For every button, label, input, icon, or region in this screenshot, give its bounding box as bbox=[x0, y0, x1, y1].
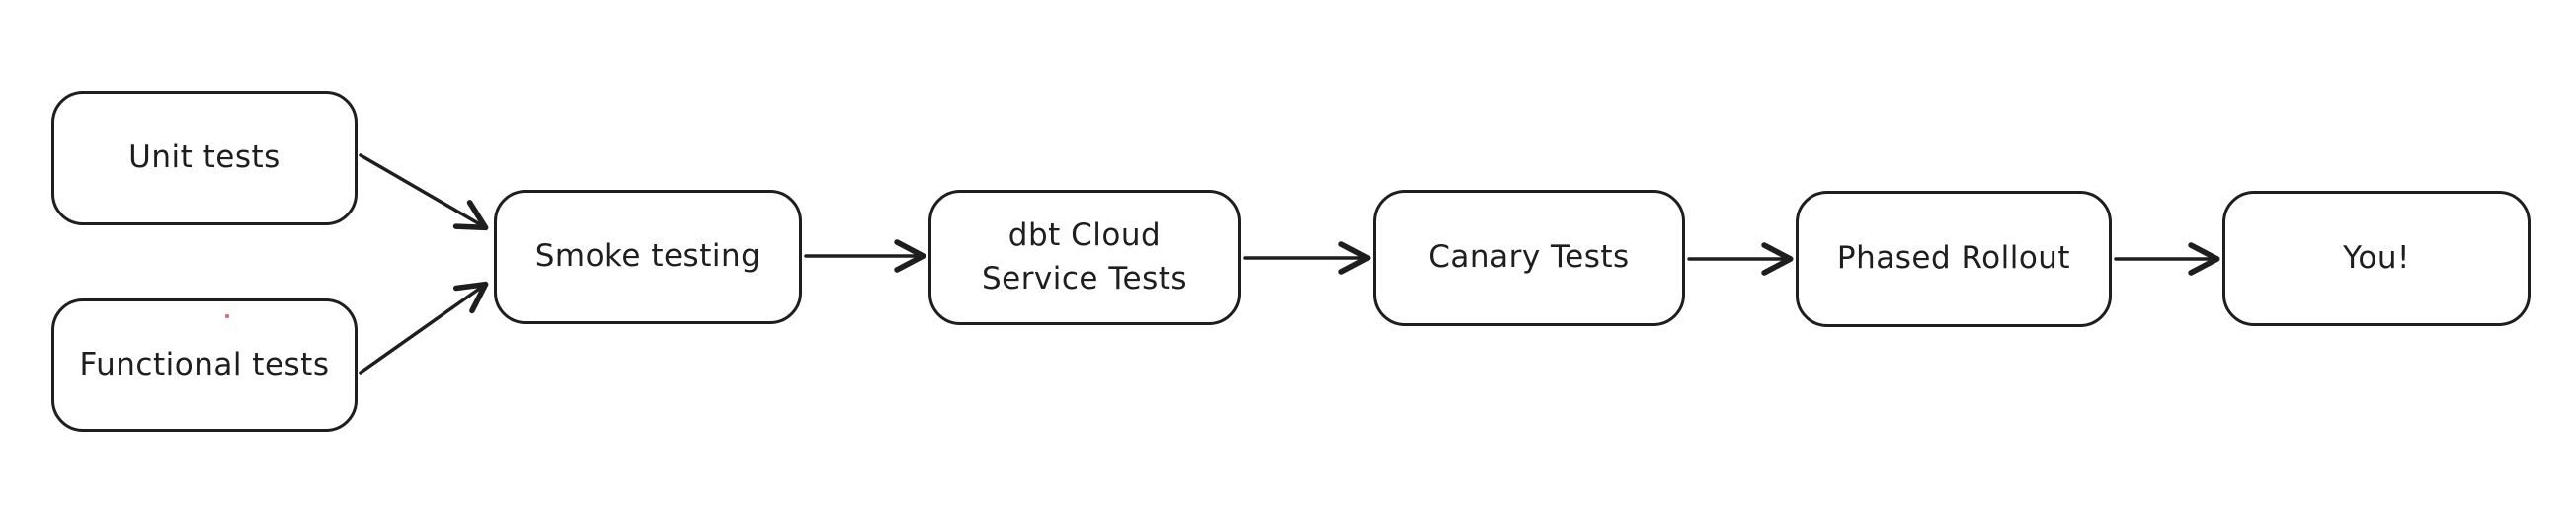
node-you-label: You! bbox=[2343, 239, 2410, 276]
node-phased-rollout: Phased Rollout bbox=[1796, 191, 2112, 327]
node-dbt-cloud-service-tests-label: dbt Cloud Service Tests bbox=[981, 217, 1188, 297]
node-canary-tests: Canary Tests bbox=[1373, 190, 1685, 326]
node-canary-tests-label: Canary Tests bbox=[1428, 239, 1630, 276]
node-unit-tests-label: Unit tests bbox=[128, 139, 281, 176]
node-dbt-cloud-service-tests: dbt Cloud Service Tests bbox=[928, 190, 1241, 325]
node-unit-tests: Unit tests bbox=[51, 91, 358, 225]
edge-functional-tests-to-smoke-testing bbox=[359, 281, 489, 375]
node-you: You! bbox=[2222, 191, 2531, 326]
node-functional-tests-label: Functional tests bbox=[79, 346, 330, 382]
stray-red-dot bbox=[225, 314, 229, 318]
node-smoke-testing-label: Smoke testing bbox=[534, 238, 762, 275]
node-functional-tests: Functional tests bbox=[51, 298, 358, 432]
node-phased-rollout-label: Phased Rollout bbox=[1836, 240, 2071, 277]
edge-unit-tests-to-smoke-testing bbox=[359, 153, 489, 231]
node-smoke-testing: Smoke testing bbox=[494, 190, 802, 324]
